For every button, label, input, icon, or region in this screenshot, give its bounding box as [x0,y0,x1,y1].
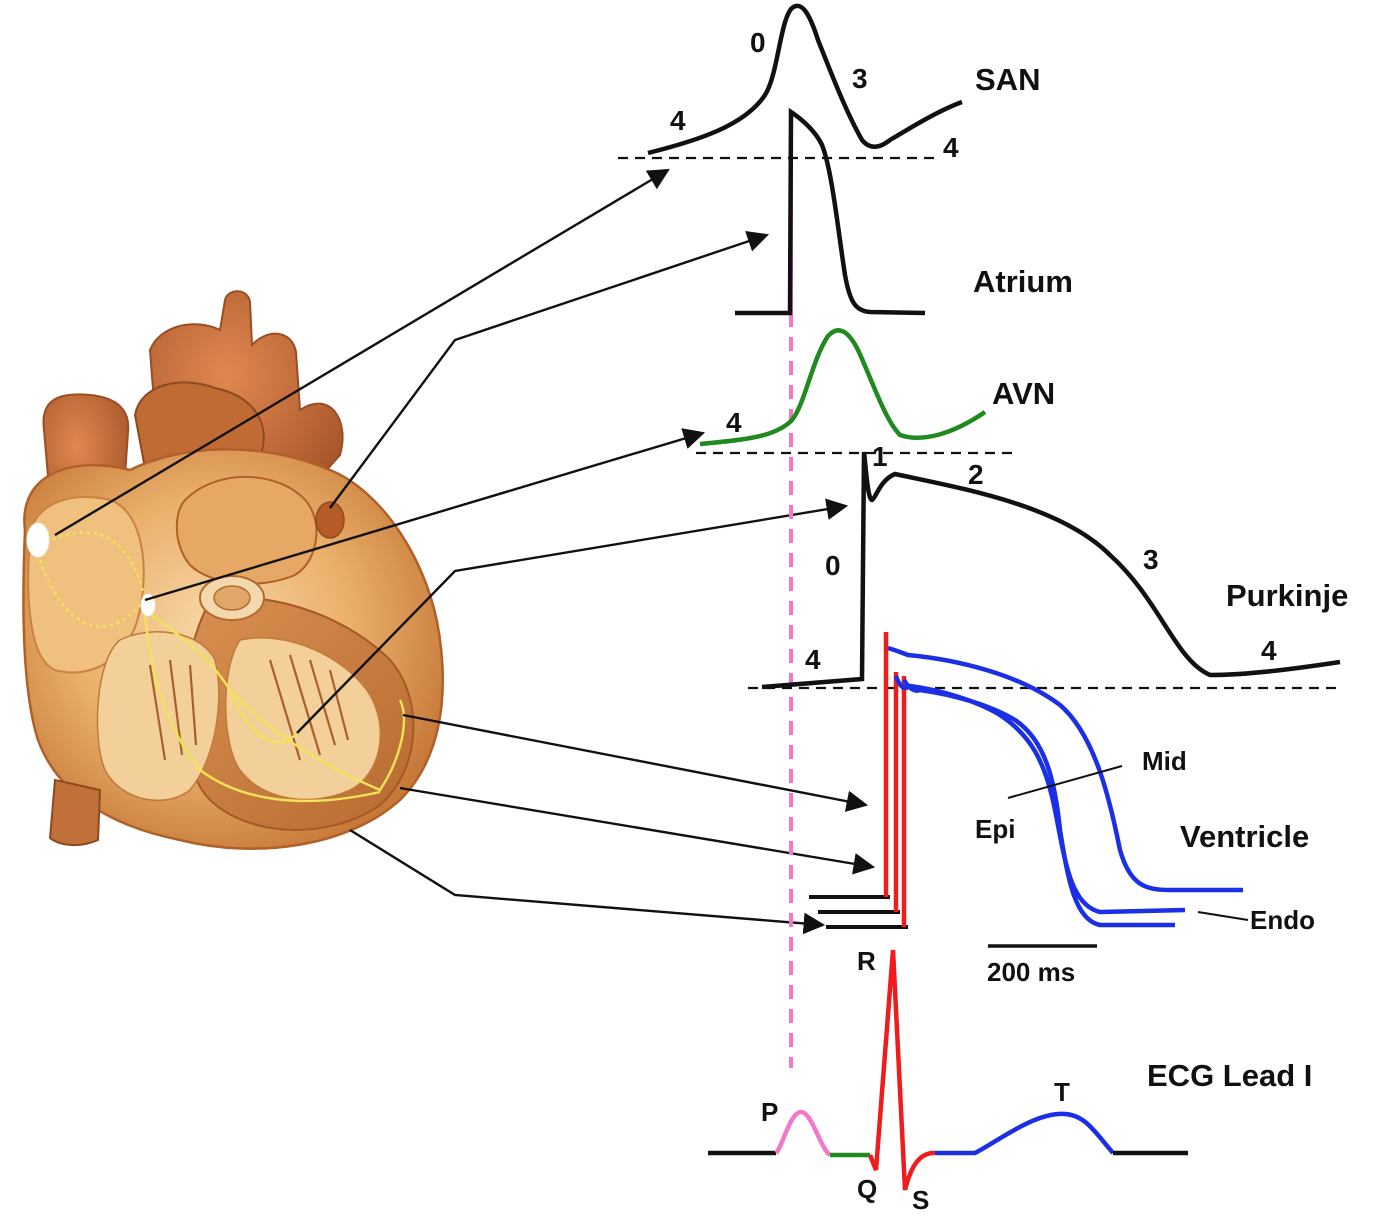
left-ventricle-cavity [225,637,382,801]
layer-leader-epi-mid [1007,765,1123,799]
avn-phase-4: 4 [726,407,742,438]
san-label: SAN [975,62,1040,97]
ecg-q-label: Q [857,1174,877,1204]
layer-mid-label: Mid [1142,746,1187,776]
sa-node-spot [26,522,50,558]
purkinje-phase-1: 1 [872,441,888,472]
atrium-action-potential-trace [735,107,926,316]
ventricle-action-potentials [809,632,1249,929]
arrow-icon [144,428,706,602]
arrow-icon [349,828,826,935]
san-phase-3: 3 [852,63,868,94]
trace-labels: SAN Atrium AVN Purkinje Ventricle ECG Le… [973,62,1348,1093]
ecg-p-label: P [761,1097,778,1127]
avn-label: AVN [992,376,1055,411]
purkinje-phase-2: 2 [968,459,984,490]
purkinje-label: Purkinje [1226,578,1348,613]
ecg-lead-i-trace [708,949,1188,1191]
ecg-label: ECG Lead I [1147,1058,1312,1093]
arrow-icon [399,786,876,875]
inferior-vena-cava [48,778,102,846]
ecg-wave-labels: P Q R S T [761,946,1070,1215]
pulmonic-opening [315,501,345,539]
san-action-potential-trace [647,3,963,156]
ecg-r-label: R [857,946,876,976]
pointer-arrows [54,168,876,935]
phase-labels: 0 3 4 4 4 1 2 0 3 4 4 [670,27,1277,675]
ventricle-mid-trace [887,645,1243,893]
ecg-p-wave [774,1109,832,1157]
arrow-icon [402,713,869,812]
ecg-st-t-segment [935,1111,1115,1156]
ventricle-epi-trace [893,675,1186,915]
av-node-spot [140,593,156,617]
avn-action-potential-trace [699,328,987,447]
arrow-icon [54,168,670,537]
purkinje-phase-0: 0 [825,550,841,581]
purkinje-phase-4-left: 4 [805,644,821,675]
ecg-s-label: S [912,1185,929,1212]
purkinje-action-potential-trace [761,451,1341,690]
resting-potential-guides [618,156,1340,690]
layer-epi-label: Epi [975,814,1015,844]
ecg-qrs-complex [867,949,936,1191]
arrow-icon [296,498,849,734]
heart-illustration [22,290,445,850]
ventricle-endo-trace [902,678,1175,928]
san-phase-0: 0 [750,27,766,58]
san-phase-4-left: 4 [670,105,686,136]
left-atrium [175,475,318,585]
layer-endo-label: Endo [1250,905,1315,935]
purkinje-phase-3: 3 [1143,544,1159,575]
atrium-label: Atrium [973,264,1073,299]
layer-leader-endo [1197,911,1249,921]
ecg-t-label: T [1054,1077,1070,1107]
san-phase-4-right: 4 [943,132,959,163]
ventricle-layer-labels: Epi Mid Endo [975,746,1315,935]
aortic-valve-inner [213,585,251,611]
purkinje-phase-4-right: 4 [1261,635,1277,666]
purkinje-fibers [143,609,406,803]
scale-bar-label: 200 ms [987,957,1075,987]
ventricle-label: Ventricle [1180,819,1309,854]
arrow-icon [329,230,770,509]
conduction-pathways [38,531,147,628]
